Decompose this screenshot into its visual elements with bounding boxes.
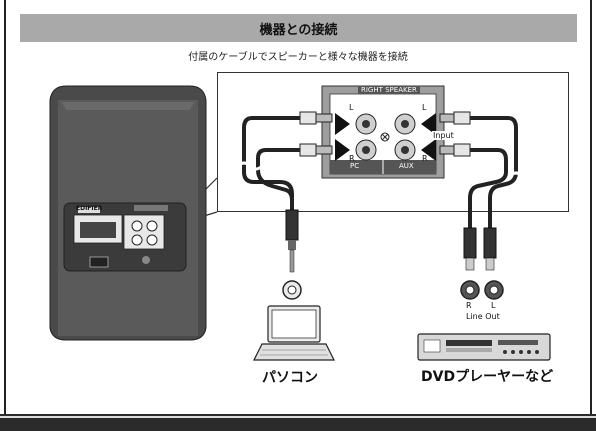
dvd-caption: DVDプレーヤーなど xyxy=(421,369,554,385)
subtitle: 付属のケーブルでスピーカーと様々な機器を接続 xyxy=(188,52,408,63)
panel-title: RIGHT SPEAKER xyxy=(358,86,420,94)
dvd-player-illustration xyxy=(417,333,551,361)
arrow-aux-l xyxy=(421,113,436,135)
aux-input-label: AUX xyxy=(399,162,414,170)
pc-caption: パソコン xyxy=(262,370,318,386)
arrow-pc-l xyxy=(335,113,350,135)
line-out-l-label: L xyxy=(491,301,496,310)
pc-input-label: PC xyxy=(350,162,360,170)
pc-right-channel-label: R xyxy=(349,154,355,163)
arrow-pc-r xyxy=(335,139,350,161)
speaker-cabinet xyxy=(49,85,207,341)
aux-left-channel-label: L xyxy=(422,103,427,112)
laptop-illustration xyxy=(253,305,335,361)
connection-panel xyxy=(321,85,445,179)
line-out-r-label: R xyxy=(466,301,472,310)
section-title: 機器との接続 xyxy=(20,14,577,42)
arrow-aux-r xyxy=(421,139,436,161)
aux-right-channel-label: R xyxy=(422,154,428,163)
section-title-text: 機器との接続 xyxy=(259,22,338,38)
line-out-label: Line Out xyxy=(466,312,500,321)
bottom-bar xyxy=(0,414,596,431)
speaker-brand-logo: EDIFIER xyxy=(76,205,103,212)
dvd-cable xyxy=(439,111,536,300)
pc-left-channel-label: L xyxy=(349,103,354,112)
input-label: Input xyxy=(432,131,455,140)
outer-frame xyxy=(4,0,592,414)
pc-cable xyxy=(236,111,333,300)
